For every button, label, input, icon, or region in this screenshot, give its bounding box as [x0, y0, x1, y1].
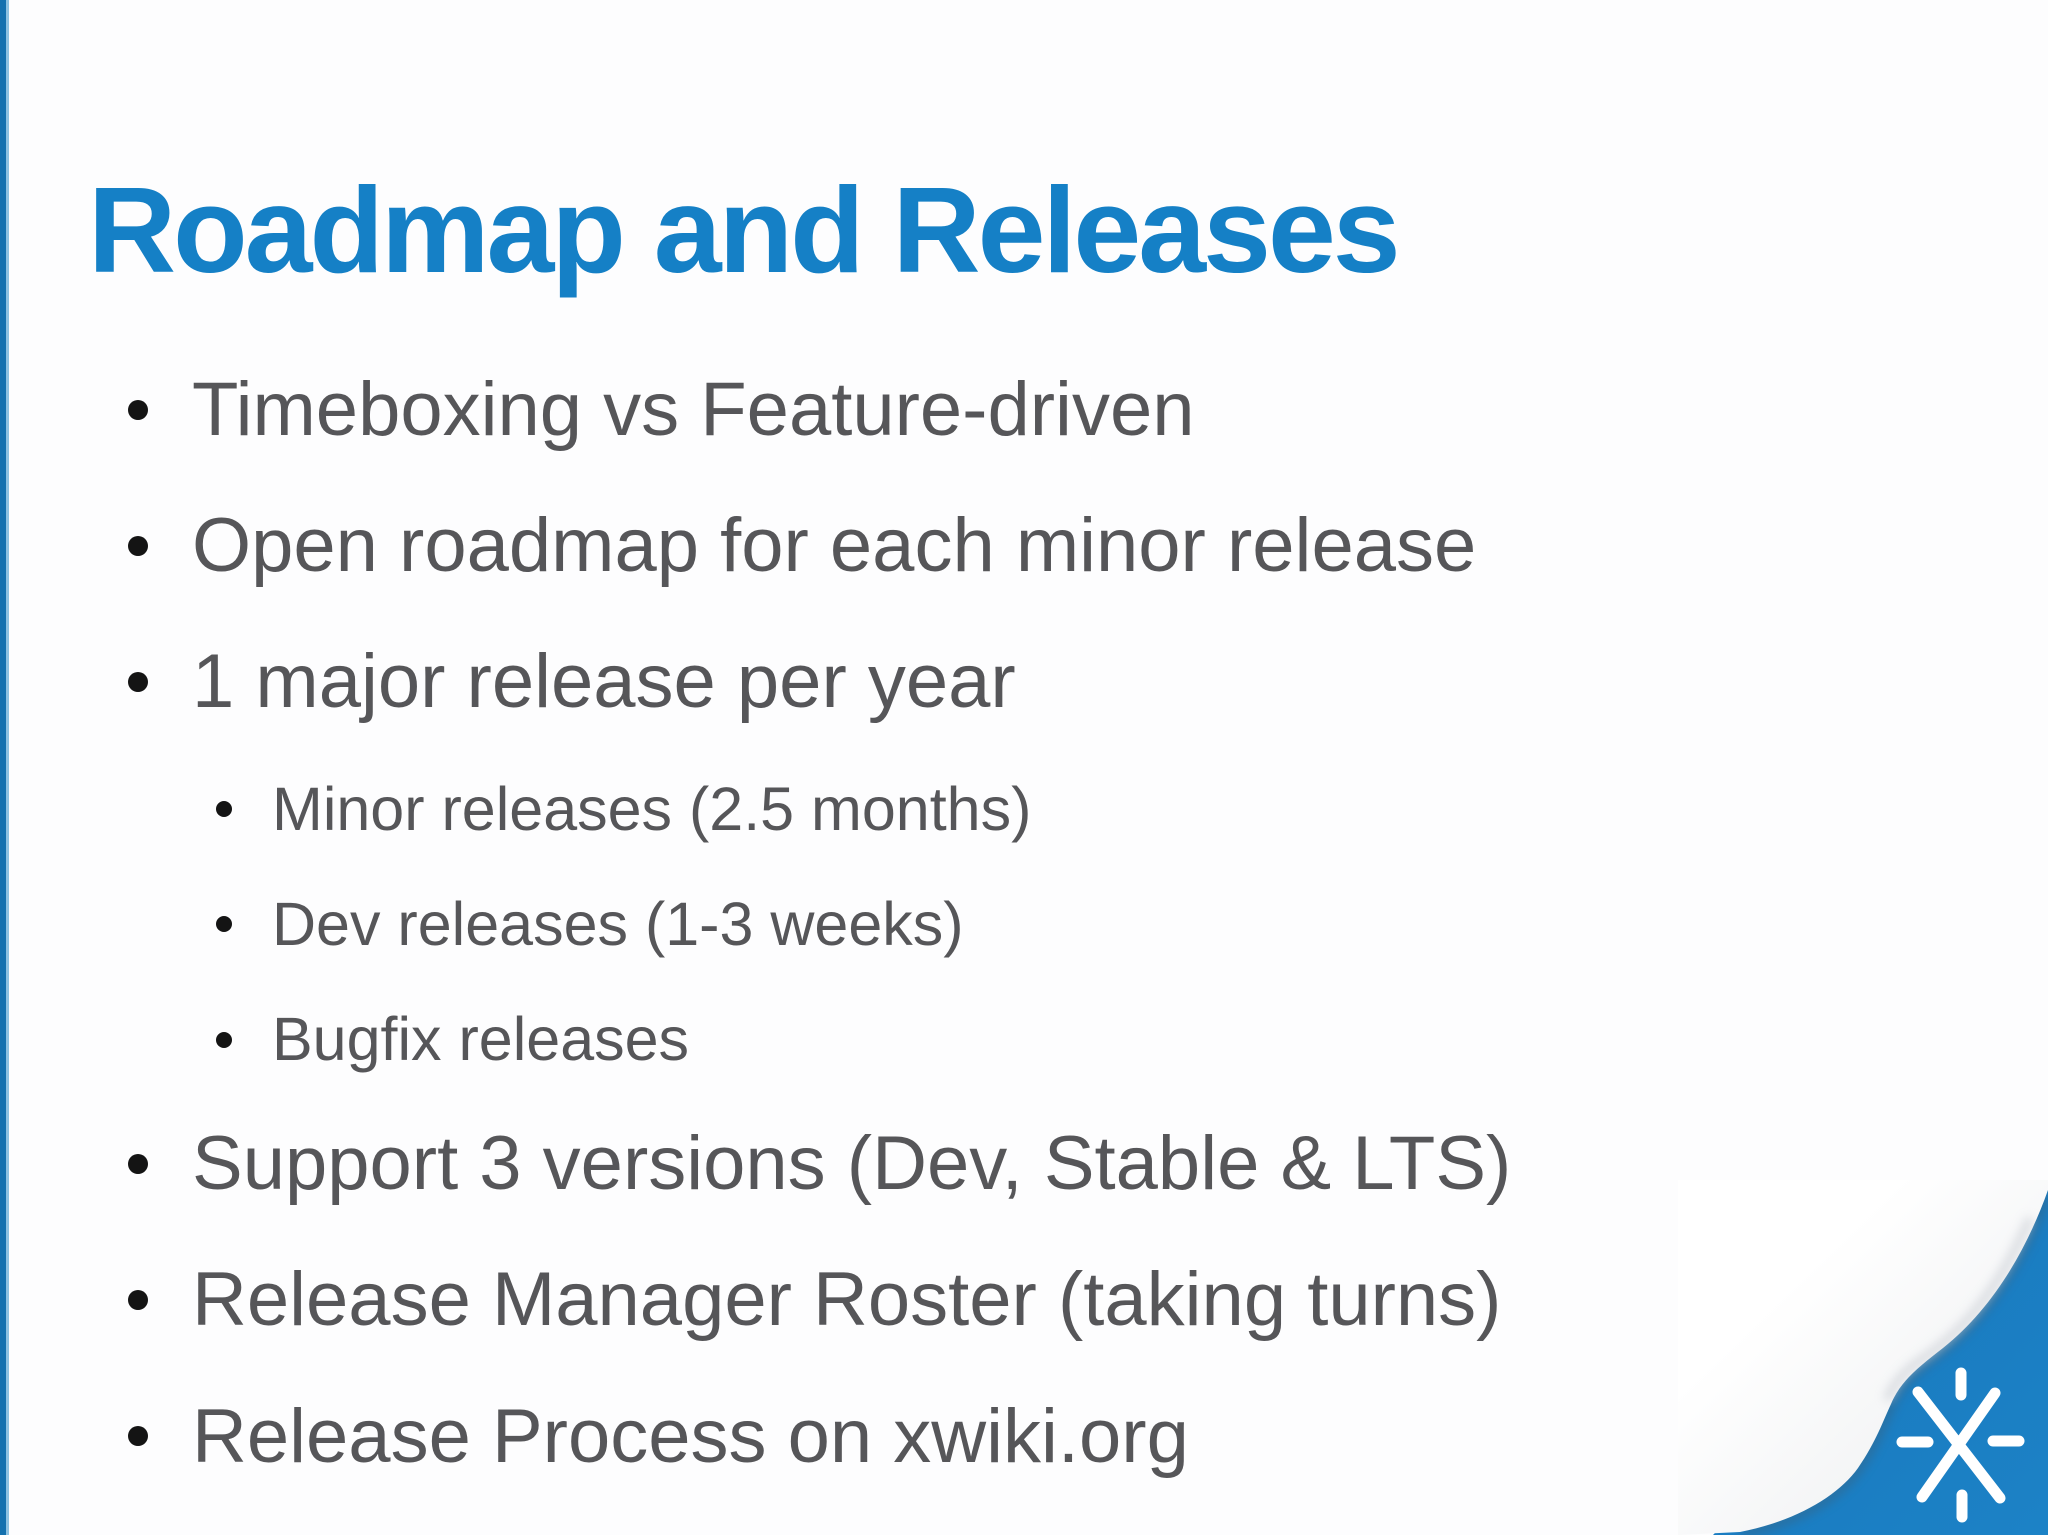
bullet-dot-icon	[128, 671, 148, 692]
list-item: 1 major release per year	[128, 636, 1988, 727]
slide-title: Roadmap and Releases	[88, 161, 1401, 298]
bullet-dot-icon	[216, 801, 232, 818]
list-item: Support 3 versions (Dev, Stable & LTS)	[128, 1118, 1988, 1209]
bullet-dot-icon	[128, 399, 148, 420]
bullet-text: Support 3 versions (Dev, Stable & LTS)	[192, 1121, 1512, 1207]
bullet-text: Bugfix releases	[272, 1004, 690, 1073]
list-item: Dev releases (1-3 weeks)	[216, 888, 1988, 961]
bullet-text: Timeboxing vs Feature-driven	[192, 367, 1195, 452]
curl-crease	[1883, 1216, 2034, 1402]
list-item: Release Process on xwiki.org	[128, 1391, 1988, 1482]
left-accent-stripe-light	[6, 0, 9, 1535]
list-item: Release Manager Roster (taking turns)	[128, 1254, 1988, 1345]
curled-page	[1678, 1180, 2048, 1535]
list-item: Open roadmap for each minor release	[128, 500, 1988, 591]
bullet-text: Open roadmap for each minor release	[192, 503, 1477, 589]
bullet-text: Dev releases (1-3 weeks)	[272, 889, 964, 958]
bullet-dot-icon	[128, 1426, 148, 1447]
bullet-dot-icon	[128, 1153, 148, 1174]
bullet-dot-icon	[128, 535, 148, 556]
bullet-text: Release Manager Roster (taking turns)	[192, 1257, 1502, 1343]
list-item: Bugfix releases	[216, 1003, 1988, 1076]
bullet-text: 1 major release per year	[192, 639, 1016, 725]
list-item: Minor releases (2.5 months)	[216, 773, 1988, 846]
bullet-text: Release Process on xwiki.org	[192, 1393, 1189, 1479]
bullet-dot-icon	[128, 1289, 148, 1310]
bullet-dot-icon	[216, 1031, 232, 1048]
bullet-text: Minor releases (2.5 months)	[272, 774, 1032, 843]
list-item: Timeboxing vs Feature-driven	[128, 364, 1988, 455]
page-curl	[1678, 1180, 2048, 1535]
left-accent-stripe	[0, 0, 6, 1535]
xwiki-x-icon	[1896, 1367, 2025, 1523]
bullet-dot-icon	[216, 916, 232, 933]
